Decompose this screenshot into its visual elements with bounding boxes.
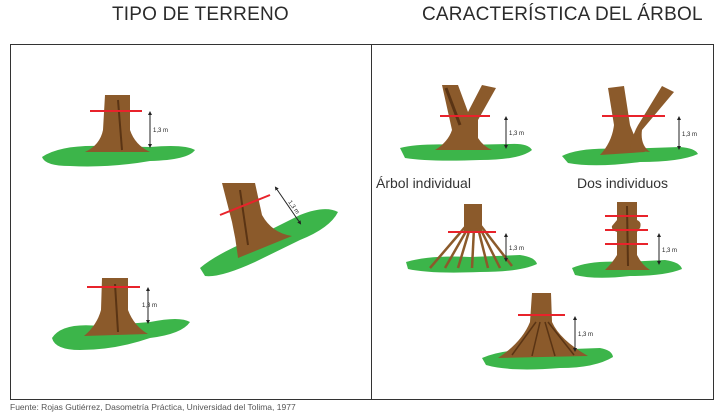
caption-two-individuals: Dos individuos — [577, 175, 669, 191]
source-note: Fuente: Rojas Gutiérrez, Dasometría Prác… — [10, 402, 296, 412]
caption-individual-tree: Árbol individual — [376, 175, 471, 191]
measure-label: 1,3 m — [509, 246, 524, 252]
trunk — [464, 204, 482, 232]
heading-terrain-type: TIPO DE TERRENO — [112, 4, 289, 25]
measure-label: 1,3 m — [509, 131, 524, 137]
trunk — [222, 183, 292, 258]
measure-label: 1,3 m — [682, 132, 697, 138]
tree-deformed-trunk: 1,3 m — [572, 202, 682, 278]
ground-patch — [562, 147, 698, 166]
trunk — [85, 95, 150, 152]
trunk-2 — [630, 86, 674, 152]
height-arrow — [274, 186, 302, 225]
ground-patch — [42, 145, 195, 167]
measure-label: 1,3 m — [142, 303, 157, 309]
tree-two-individuals: 1,3 m — [562, 86, 698, 166]
measure-label: 1,3 m — [153, 128, 168, 134]
dbh-marker — [219, 194, 271, 216]
tree-stilt-roots: 1,3 m — [406, 204, 537, 273]
tree-flat-terrain: 1,3 m — [42, 95, 195, 167]
tree-flat-terrain-2: 1,3 m — [52, 278, 190, 350]
tree-slope-terrain: 1,3 m — [200, 183, 338, 277]
trunk — [435, 85, 496, 150]
measure-label: 1,3 m — [578, 332, 593, 338]
ground-patch — [400, 143, 532, 161]
heading-tree-characteristic: CARACTERÍSTICA DEL ÁRBOL — [422, 4, 703, 25]
tree-buttress-roots: 1,3 m — [482, 293, 613, 370]
trunk — [498, 293, 588, 358]
tree-forked-individual: 1,3 m — [400, 85, 532, 161]
measure-label: 1,3 m — [662, 248, 677, 254]
